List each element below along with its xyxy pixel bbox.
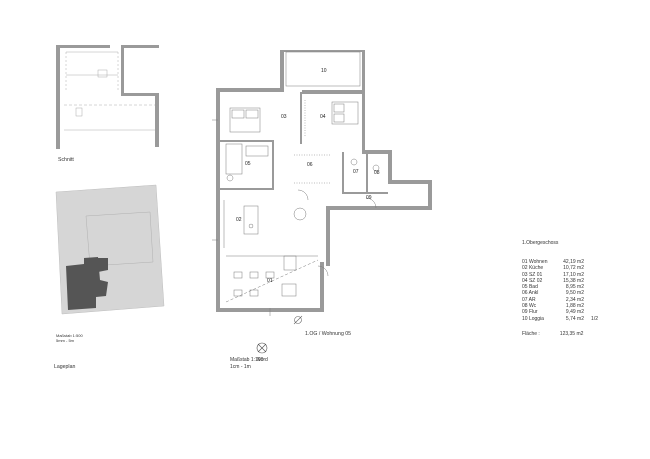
room-number-01: 01 <box>267 278 273 284</box>
room-number-04: 04 <box>320 114 326 120</box>
room-number-05: 05 <box>245 161 251 167</box>
floor-plan <box>212 50 432 354</box>
floor-title: 1.Obergeschoss <box>522 240 559 246</box>
area-row: 07 AR 2,34 m2 <box>522 297 602 303</box>
site-plan-drawing <box>55 184 165 315</box>
plan-scale-line1: Maßstab 1:100 <box>230 357 264 363</box>
total-label: Fläche : <box>522 331 540 337</box>
north-label: Nord <box>257 357 268 363</box>
area-name: 04 SZ 02 <box>522 277 543 284</box>
room-number-07: 07 <box>353 169 359 175</box>
section-drawing <box>56 45 159 149</box>
plan-walls <box>216 50 432 312</box>
area-name: 06 Ankl <box>522 290 539 297</box>
area-name: 07 AR <box>522 296 536 303</box>
area-name: 08 Wc <box>522 303 537 310</box>
area-value: 5,74 m2 <box>565 315 584 322</box>
site-scale-line1: Maßstab 1:500 <box>56 333 83 338</box>
north-arrow-icon <box>256 342 268 354</box>
area-value: 15,38 m2 <box>563 277 584 284</box>
area-name: 01 Wohnen <box>522 259 548 265</box>
area-value: 42,19 m2 <box>563 259 584 265</box>
unit-title: 1.OG / Wohnung 05 <box>305 331 352 337</box>
area-row: 03 SZ 01 17,10 m2 <box>522 272 602 278</box>
total-area: Fläche : 123,35 m2 <box>522 331 583 337</box>
area-extra: 1/2 <box>591 315 598 322</box>
plan-scale-line2: 1cm - 1m <box>230 364 251 370</box>
area-value: 1,88 m2 <box>565 303 584 310</box>
total-value: 123,35 m2 <box>559 331 584 337</box>
area-value: 8,95 m2 <box>565 284 584 291</box>
area-row: 06 Ankl 9,50 m2 <box>522 290 602 296</box>
room-number-10: 10 <box>321 68 327 74</box>
site-plan-label: Lageplan <box>54 364 76 370</box>
area-name: 05 Bad <box>522 284 538 291</box>
entrance-marker <box>293 315 303 325</box>
area-value: 9,50 m2 <box>565 290 584 297</box>
area-row: 02 Küche 10,72 m2 <box>522 265 602 271</box>
area-name: 02 Küche <box>522 265 544 272</box>
area-row: 04 SZ 02 15,38 m2 <box>522 278 602 284</box>
room-number-02: 02 <box>236 217 242 223</box>
room-number-08: 08 <box>374 170 380 176</box>
area-name: 10 Loggia <box>522 315 544 322</box>
room-number-09: 09 <box>366 195 372 201</box>
area-name: 09 Flur <box>522 309 538 316</box>
room-number-03: 03 <box>281 114 287 120</box>
section-label: Schnitt <box>58 157 74 163</box>
plan-furniture <box>212 51 380 316</box>
site-scale-line2: 5mm - 5m <box>56 338 74 343</box>
area-row: 01 Wohnen 42,19 m2 <box>522 259 602 265</box>
area-value: 17,10 m2 <box>563 271 584 278</box>
area-row: 08 Wc 1,88 m2 <box>522 303 602 309</box>
area-value: 2,34 m2 <box>565 296 584 303</box>
area-row: 09 Flur 9,49 m2 <box>522 309 602 315</box>
area-row: 10 Loggia 5,74 m2 1/2 <box>522 316 602 322</box>
area-row: 05 Bad 8,95 m2 <box>522 284 602 290</box>
area-name: 03 SZ 01 <box>522 271 543 278</box>
area-value: 9,49 m2 <box>565 309 584 316</box>
area-table: 01 Wohnen 42,19 m2 02 Küche 10,72 m2 03 SZ… <box>522 259 602 322</box>
area-value: 10,72 m2 <box>563 265 584 272</box>
room-number-06: 06 <box>307 162 313 168</box>
